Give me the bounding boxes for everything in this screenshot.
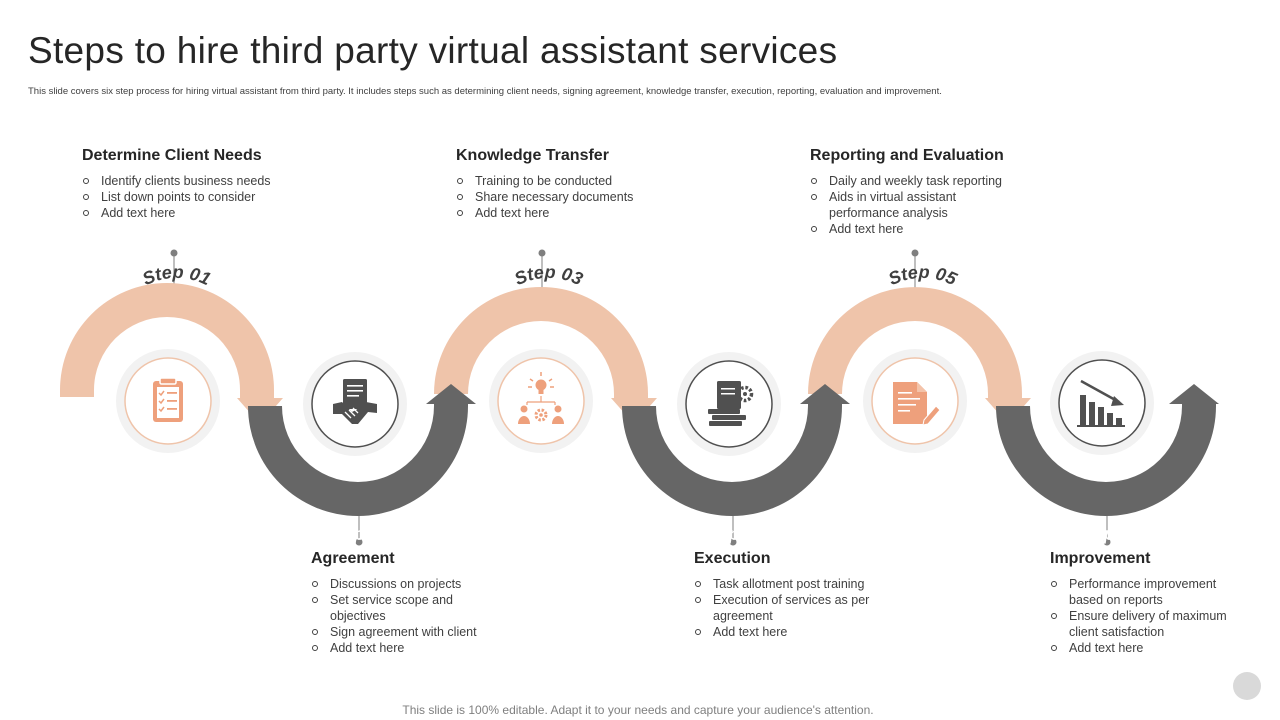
step-02-bullets: Discussions on projects Set service scop…: [311, 576, 511, 656]
list-item: Ensure delivery of maximum client satisf…: [1050, 608, 1240, 640]
step-01-heading: Determine Client Needs: [82, 147, 262, 164]
list-item: Add text here: [82, 205, 282, 221]
bar-chart-down-icon: [1050, 351, 1154, 455]
step-02-label: Step 02: [325, 518, 390, 544]
step-02-heading: Agreement: [311, 550, 395, 567]
step-05-heading: Reporting and Evaluation: [810, 147, 1004, 164]
step-06-label: Step 06: [1075, 517, 1141, 543]
step-05-text: Reporting and Evaluation Daily and weekl…: [810, 147, 1020, 237]
list-item: Sign agreement with client: [311, 624, 511, 640]
corner-circle-decoration: [1233, 672, 1261, 700]
slide-subtitle: This slide covers six step process for h…: [28, 86, 942, 97]
step-03-bullets: Training to be conducted Share necessary…: [456, 173, 656, 221]
step-04-bullets: Task allotment post training Execution o…: [694, 576, 879, 640]
step-04-text: Execution Task allotment post training E…: [694, 550, 879, 640]
list-item: List down points to consider: [82, 189, 282, 205]
list-item: Task allotment post training: [694, 576, 879, 592]
step-05-label: Step 05: [885, 262, 960, 290]
list-item: Aids in virtual assistant performance an…: [810, 189, 1020, 221]
list-item: Add text here: [810, 221, 1020, 237]
slide-title: Steps to hire third party virtual assist…: [28, 30, 838, 71]
step-06-bullets: Performance improvement based on reports…: [1050, 576, 1240, 656]
step-03-text: Knowledge Transfer Training to be conduc…: [456, 147, 656, 221]
clipboard-icon: [116, 349, 220, 453]
handshake-icon: [303, 352, 407, 456]
step-02-text: Agreement Discussions on projects Set se…: [311, 550, 511, 656]
list-item: Add text here: [456, 205, 656, 221]
list-item: Discussions on projects: [311, 576, 511, 592]
list-item: Identify clients business needs: [82, 173, 282, 189]
slide-footer: This slide is 100% editable. Adapt it to…: [402, 703, 874, 717]
step-01-text: Determine Client Needs Identify clients …: [82, 147, 282, 221]
connectors: [170, 249, 1111, 546]
list-item: Execution of services as per agreement: [694, 592, 879, 624]
knowledge-transfer-icon: [489, 349, 593, 453]
step-06-heading: Improvement: [1050, 550, 1151, 567]
list-item: Training to be conducted: [456, 173, 656, 189]
list-item: Add text here: [1050, 640, 1240, 656]
list-item: Share necessary documents: [456, 189, 656, 205]
step-06-text: Improvement Performance improvement base…: [1050, 550, 1240, 656]
list-item: Add text here: [694, 624, 879, 640]
list-item: Performance improvement based on reports: [1050, 576, 1240, 608]
step-04-arrow: Step 04: [622, 384, 850, 544]
step-03-label: Step 03: [511, 262, 585, 289]
step-03-heading: Knowledge Transfer: [456, 147, 609, 164]
list-item: Daily and weekly task reporting: [810, 173, 1020, 189]
list-item: Set service scope and objectives: [311, 592, 511, 624]
step-05-bullets: Daily and weekly task reporting Aids in …: [810, 173, 1020, 237]
list-item: Add text here: [311, 640, 511, 656]
report-icon: [863, 349, 967, 453]
step-04-heading: Execution: [694, 550, 771, 567]
step-01-bullets: Identify clients business needs List dow…: [82, 173, 282, 221]
execution-icon: [677, 352, 781, 456]
